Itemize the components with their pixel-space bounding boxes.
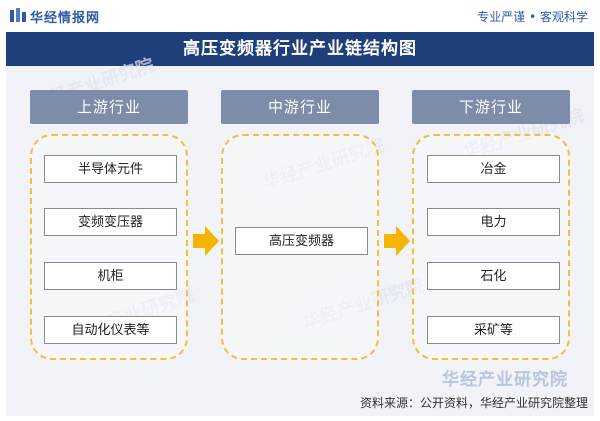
logo-icon [10,8,26,22]
midstream-header: 中游行业 [221,90,379,124]
midstream-item: 高压变频器 [235,227,368,255]
downstream-item: 冶金 [427,155,560,183]
watermark-logo: 华经产业研究院 [442,370,568,390]
upstream-item: 机柜 [44,262,177,290]
upstream-header: 上游行业 [30,90,188,124]
brand-name: 华经情报网 [30,11,101,26]
top-bar: 华经情报网 专业严谨 • 客观科学 [0,0,600,30]
downstream-item: 石化 [427,262,560,290]
downstream-item: 电力 [427,208,560,236]
arrow-right-icon [193,226,219,256]
upstream-item: 变频变压器 [44,208,177,236]
source-note: 资料来源：公开资料，华经产业研究院整理 [359,396,588,410]
slogan: 专业严谨 • 客观科学 [477,10,588,24]
downstream-header: 下游行业 [412,90,570,124]
upstream-item: 自动化仪表等 [44,316,177,344]
upstream-item: 半导体元件 [44,155,177,183]
title-band: 高压变频器行业产业链结构图 [6,32,594,66]
downstream-item: 采矿等 [427,316,560,344]
page-title: 高压变频器行业产业链结构图 [183,39,417,59]
arrow-right-icon [384,226,410,256]
